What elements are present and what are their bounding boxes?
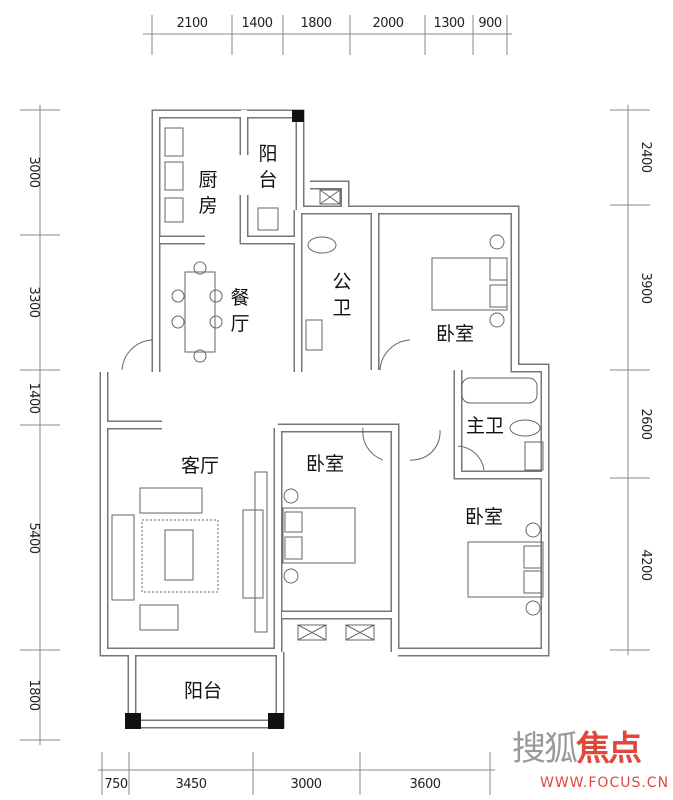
bottom-dimension: 3000	[290, 777, 321, 792]
dining-label: 餐	[230, 287, 249, 309]
kitchen-label: 房	[198, 195, 217, 217]
left-dimension: 3300	[26, 286, 41, 317]
right-dimension: 3900	[638, 272, 653, 303]
kitchen-label: 厨	[198, 169, 217, 191]
bedroom-se-label: 卧室	[465, 506, 503, 528]
left-dimension: 1800	[26, 679, 41, 710]
north-balcony-label: 阳	[258, 143, 277, 165]
column	[125, 713, 141, 729]
watermark-url: WWW.FOCUS.CN	[540, 775, 670, 791]
bedroom-ne-label: 卧室	[436, 323, 474, 345]
watermark-brand-red: 焦点	[576, 729, 642, 769]
dimension-labels: 2100 1400 1800 2000 1300 900 750 3450 30…	[26, 16, 653, 792]
column	[268, 713, 284, 729]
left-dimension: 5400	[26, 522, 41, 553]
bottom-dimension: 750	[104, 777, 128, 792]
top-dimension: 900	[478, 16, 502, 31]
bottom-dimension: 3600	[409, 777, 440, 792]
left-dimension: 1400	[26, 382, 41, 413]
right-dimension: 2400	[638, 141, 653, 172]
top-dimension: 2000	[372, 16, 403, 31]
top-dimension: 2100	[176, 16, 207, 31]
bedroom-mid-label: 卧室	[306, 453, 344, 475]
top-dimension: 1300	[433, 16, 464, 31]
room-labels: 厨 房 阳 台 餐 厅 公 卫 卧室 主卫 客厅 卧室 卧室 阳台	[181, 143, 504, 702]
left-dimension: 3000	[26, 156, 41, 187]
dining-label: 厅	[230, 313, 249, 335]
right-dimension: 2600	[638, 408, 653, 439]
top-dimension: 1800	[300, 16, 331, 31]
top-dimension: 1400	[241, 16, 272, 31]
living-label: 客厅	[181, 455, 219, 477]
walls	[99, 109, 550, 729]
master-bath-label: 主卫	[466, 415, 504, 437]
watermark-brand-gray: 搜狐	[512, 729, 578, 769]
watermark-logo: 搜狐焦点	[512, 729, 642, 769]
bottom-dimension: 3450	[175, 777, 206, 792]
furniture	[111, 127, 544, 641]
public-bath-label: 公	[332, 271, 351, 293]
public-bath-label: 卫	[332, 297, 351, 319]
north-balcony-label: 台	[258, 169, 277, 191]
column	[292, 110, 304, 122]
right-dimension: 4200	[638, 549, 653, 580]
dimension-lines	[20, 15, 650, 795]
south-balcony-label: 阳台	[184, 680, 222, 702]
